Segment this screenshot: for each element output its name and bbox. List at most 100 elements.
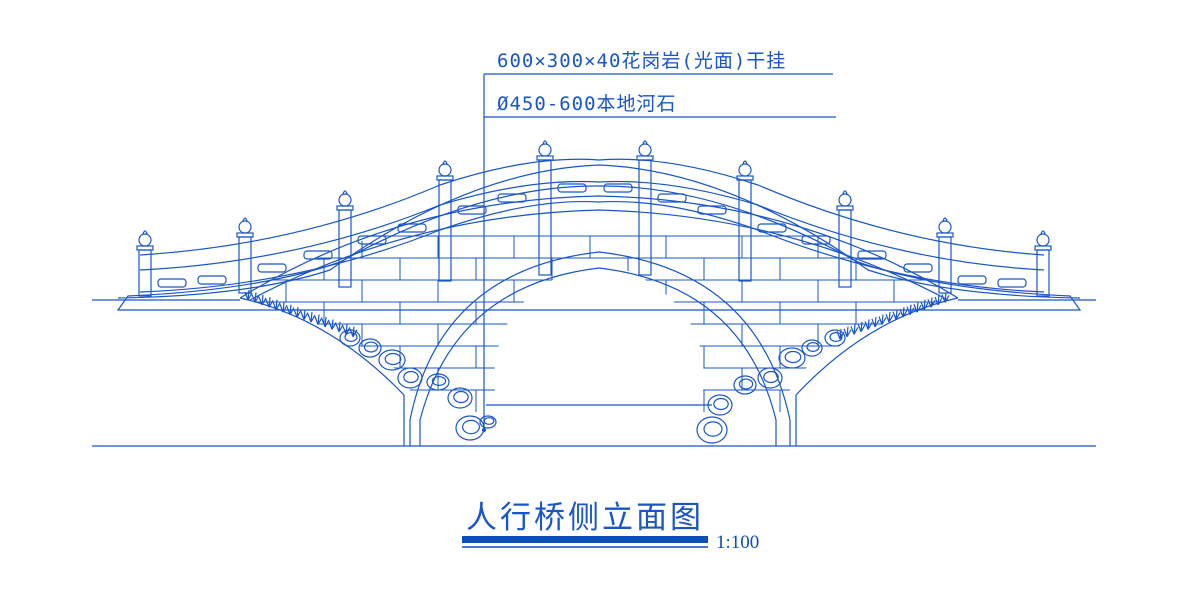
railing-slot [997,278,1027,288]
grass-tuft [934,294,943,306]
railing-post-finial-tip [242,217,248,222]
grass-tuft [272,299,281,311]
drawing-title: 人行桥侧立面图 [466,500,704,536]
railing-mid-rail [139,180,1045,271]
railing-post-finial [538,143,552,157]
river-stone-detail [363,341,379,353]
railing-post-finial-tip [442,160,448,165]
railing-post-finial-tip [542,140,548,145]
grass-tuft [850,324,859,335]
grass-tuft [265,297,274,308]
bridge-top-curve [117,164,1081,299]
railing-post-finial [438,163,452,177]
river-stone [426,373,450,391]
grass-tuft [349,326,358,338]
grass-tuft [920,299,929,311]
river-stone-detail [784,350,802,364]
railing-slot [857,250,887,260]
river-stone-detail [384,352,402,366]
callout-leader-dot [481,427,487,433]
railing-posts [136,140,1052,297]
river-stone-detail [738,378,754,390]
callout-river-stone-label: Ø450-600本地河石 [497,93,677,115]
arch-band-inner [249,209,949,301]
bridge-deck-curve [116,185,1082,311]
river-stone [358,338,382,358]
grass-tuft [906,304,915,315]
railing-slot [697,205,727,215]
railing-post-finial-tip [342,190,348,195]
railing-post-finial-tip [742,160,748,165]
railing-post-cap [1034,245,1052,251]
railing-post-finial-tip [1040,230,1046,235]
railing-post-cap [936,232,954,238]
railing-panels [157,183,1027,288]
river-stone-detail [403,370,419,384]
grass-tuft [342,324,351,335]
grass-tuft [321,316,330,328]
railing-slot [457,205,487,215]
river-stone [801,339,823,357]
railing-post-finial-tip [142,230,148,235]
grass-tuft [300,309,309,320]
railing-post-finial [238,220,252,234]
grass-tuft [307,311,316,323]
railing-post-finial [638,143,652,157]
river-stone [824,329,846,347]
drawing-scale: 1:100 [716,532,760,553]
grass-tuft [864,319,873,330]
river-stone [707,394,733,416]
grass-tuft [878,314,887,325]
arch-band-outer [239,195,959,299]
railing-post-finial-tip [942,217,948,222]
grass-tuft [836,329,845,340]
railing-slot [657,193,687,203]
grass-tuft [335,321,344,333]
railing-slot [497,193,527,203]
railing-post-cap [436,175,454,181]
railing-slot [357,235,387,245]
railing-slot [257,263,287,273]
railing-slot [757,223,787,233]
railing-slot [957,275,987,285]
grass-tuft [843,326,852,338]
callout-granite-label: 600×300×40花岗岩(光面)干挂 [497,50,787,72]
railing-post-finial [1036,233,1050,247]
railing-slot [303,250,333,260]
grass-tuft [927,297,936,308]
railing-slot [157,278,187,288]
grass-tuft [913,302,922,313]
main-arch-outer [409,251,791,446]
railing-top-rail [139,158,1045,256]
river-stone-detail [713,397,729,411]
grass-tuft [314,314,323,325]
railing-post [438,179,452,282]
grass-tuft [244,289,253,301]
railing-post-cap [336,205,354,211]
railing-post-finial [738,163,752,177]
main-arch-inner [419,267,777,446]
grass-tufts [244,289,950,340]
railing-post [838,209,852,288]
river-stone [447,387,473,409]
river-stone-detail [453,390,469,404]
railing-bottom-rail [139,200,1045,293]
grass-tuft [251,292,260,303]
railing-post-cap [236,232,254,238]
railing-slot [603,183,633,193]
river-stone [479,415,497,429]
spandrel-right [795,297,959,396]
river-stone [397,367,423,389]
river-stone [778,347,806,369]
railing-post [738,179,752,282]
river-stone-detail [462,419,481,435]
grass-tuft [871,316,880,328]
river-stone-detail [703,421,723,437]
railing-post-cap [536,155,554,161]
railing-slot [197,275,227,285]
railing-post-finial-tip [642,140,648,145]
title-thick-bar [462,536,708,543]
river-stone [696,416,728,444]
river-stone-detail [763,370,779,384]
